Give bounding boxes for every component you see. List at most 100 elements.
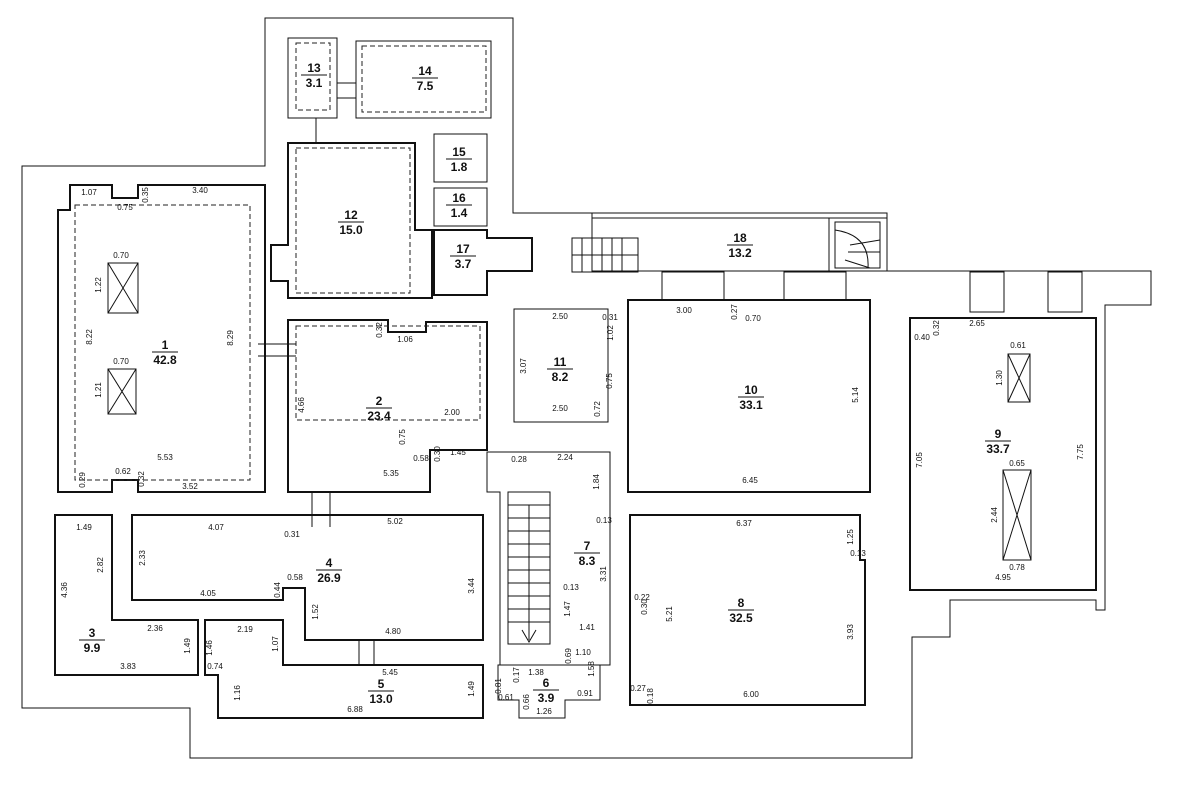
room-15-walls (433, 133, 488, 183)
dimension-label: 4.95 (995, 573, 1011, 582)
dimension-label: 0.22 (634, 593, 650, 602)
room-area: 33.7 (986, 442, 1010, 456)
room-number: 14 (418, 64, 432, 78)
dimension-label: 0.28 (511, 455, 527, 464)
dimension-label: 5.45 (382, 668, 398, 677)
room-area: 3.7 (455, 257, 472, 271)
dimension-label: 0.29 (78, 472, 87, 488)
dimension-label: 0.65 (1009, 459, 1025, 468)
dimension-label: 0.30 (433, 446, 442, 462)
dimension-label: 3.40 (192, 186, 208, 195)
dimension-label: 0.58 (413, 454, 429, 463)
dimension-label: 5.02 (387, 517, 403, 526)
dimension-label: 6.37 (736, 519, 752, 528)
dimension-label: 0.27 (730, 304, 739, 320)
dimension-label: 2.82 (96, 557, 105, 573)
dimension-label: 0.91 (577, 689, 593, 698)
dimension-label: 4.07 (208, 523, 224, 532)
room-label-15: 151.8 (446, 145, 472, 174)
dimension-label: 1.10 (575, 648, 591, 657)
dimension-label: 3.44 (467, 578, 476, 594)
dimension-label: 6.88 (347, 705, 363, 714)
room-area: 7.5 (417, 79, 434, 93)
dimension-label: 3.83 (120, 662, 136, 671)
room-area: 1.4 (451, 206, 468, 220)
room-label-13: 133.1 (301, 61, 327, 90)
room-area: 32.5 (729, 611, 753, 625)
dimension-label: 4.66 (297, 397, 306, 413)
dimension-label: 7.75 (1076, 444, 1085, 460)
dimension-label: 3.93 (846, 624, 855, 640)
dimension-label: 0.35 (141, 187, 150, 203)
room-number: 3 (89, 626, 96, 640)
dimension-label: 5.14 (851, 387, 860, 403)
room-18-stairs (571, 237, 639, 273)
room-label-1: 142.8 (152, 338, 178, 367)
dimension-label: 0.75 (398, 429, 407, 445)
dimension-label: 1.30 (995, 370, 1004, 386)
dimension-label: 2.36 (147, 624, 163, 633)
room-17-walls (433, 229, 533, 296)
room-13-walls (287, 37, 338, 119)
dimension-label: 0.30 (640, 599, 649, 615)
spiral-stair (834, 221, 881, 269)
dimension-label: 1.06 (397, 335, 413, 344)
dimension-label: 5.53 (157, 453, 173, 462)
room-number: 5 (378, 677, 385, 691)
room-5-walls (204, 619, 484, 719)
room-labels: 142.8223.439.9426.9513.063.978.3832.5933… (79, 61, 1011, 706)
dimension-label: 0.32 (932, 320, 941, 336)
dimension-label: 1.47 (563, 601, 572, 617)
room-label-2: 223.4 (366, 394, 392, 423)
dimension-label: 2.00 (444, 408, 460, 417)
dimension-label: 0.40 (914, 333, 930, 342)
room-4-walls (131, 514, 484, 641)
dimension-label: 0.81 (494, 678, 503, 694)
dimension-label: 5.21 (665, 606, 674, 622)
room-9-column-1-x (1007, 353, 1031, 403)
dimension-label: 2.19 (237, 625, 253, 634)
room-9-walls (909, 317, 1097, 591)
room-area: 15.0 (339, 223, 363, 237)
room-number: 6 (543, 676, 550, 690)
room-1-dash (74, 204, 251, 481)
dimension-label: 4.36 (60, 582, 69, 598)
dimension-label: 1.52 (311, 604, 320, 620)
room-label-8: 832.5 (728, 596, 754, 625)
dimension-label: 0.61 (498, 693, 514, 702)
dimension-label: 1.07 (81, 188, 97, 197)
dimension-label: 3.52 (182, 482, 198, 491)
room-14-dash (361, 45, 487, 113)
dimension-label: 1.16 (233, 685, 242, 701)
room-1-walls (57, 184, 266, 493)
dimension-label: 0.44 (273, 582, 282, 598)
dimension-label: 2.33 (138, 550, 147, 566)
dimension-label: 0.13 (850, 549, 866, 558)
room-10-stair-a (661, 271, 725, 301)
room-number: 7 (584, 539, 591, 553)
room-2-walls (287, 319, 488, 493)
dimension-label: 4.80 (385, 627, 401, 636)
room-12-walls (270, 142, 433, 299)
room-label-11: 118.2 (547, 355, 573, 384)
room-area: 13.0 (369, 692, 393, 706)
dimension-label: 7.05 (915, 452, 924, 468)
dimension-label: 0.32 (137, 471, 146, 487)
room-1-column-1-x (107, 262, 139, 314)
room-7-stairs (507, 491, 551, 645)
room-number: 1 (162, 338, 169, 352)
room-10-stair-b (783, 271, 847, 301)
dimension-label: 5.35 (383, 469, 399, 478)
dimension-label: 0.58 (287, 573, 303, 582)
room-number: 11 (554, 355, 567, 369)
dimension-label: 1.45 (450, 448, 466, 457)
dimension-label: 0.27 (630, 684, 646, 693)
dimension-label: 2.44 (990, 507, 999, 523)
room-area: 9.9 (84, 641, 101, 655)
dimension-label: 1.84 (592, 474, 601, 490)
room-2-dash (295, 325, 481, 421)
dimension-label: 1.22 (94, 277, 103, 293)
room-area: 33.1 (739, 398, 763, 412)
dimension-label: 0.78 (1009, 563, 1025, 572)
